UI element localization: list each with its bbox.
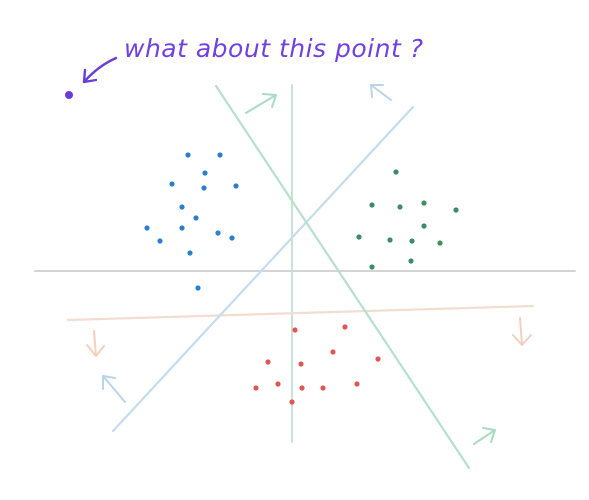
boundary-line-blue	[111, 105, 415, 433]
arrow-up-right-green	[245, 93, 277, 114]
arrow-up-left-blue-top	[370, 84, 392, 101]
data-point-red	[330, 349, 336, 355]
data-point-blue	[185, 152, 191, 158]
data-point-green	[356, 234, 362, 240]
cluster-blue	[144, 152, 239, 291]
data-point-green	[369, 264, 375, 270]
data-point-blue	[195, 285, 201, 291]
data-point-red	[299, 385, 305, 391]
data-point-red	[298, 361, 304, 367]
data-point-red	[292, 327, 298, 333]
boundary-line-orange	[66, 304, 535, 322]
data-point-blue	[202, 170, 208, 176]
data-point-green	[387, 237, 393, 243]
arrow-down-right-orange	[512, 317, 532, 346]
data-point-red	[375, 356, 381, 362]
data-point-red	[265, 359, 271, 365]
data-point-red	[320, 385, 326, 391]
boundary-line-green	[214, 84, 471, 470]
data-point-blue	[201, 185, 207, 191]
data-point-blue	[144, 225, 150, 231]
annotation-text: what about this point ?	[124, 34, 423, 63]
data-point-green	[453, 207, 459, 213]
data-point-red	[253, 385, 259, 391]
data-point-green	[437, 240, 443, 246]
data-point-green	[393, 169, 399, 175]
data-point-blue	[179, 204, 185, 210]
arrow-up-left-blue	[102, 375, 126, 403]
data-point-blue	[169, 181, 175, 187]
data-point-red	[354, 381, 360, 387]
data-point-blue	[229, 235, 235, 241]
data-point-green	[408, 258, 414, 264]
arrow-up-right-green-bottom	[473, 427, 496, 445]
cluster-green	[356, 169, 459, 270]
cluster-red	[253, 324, 381, 405]
data-point-blue	[193, 215, 199, 221]
data-point-blue	[187, 250, 193, 256]
data-point-red	[342, 324, 348, 330]
data-point-blue	[217, 152, 223, 158]
data-point-red	[275, 381, 281, 387]
data-point-green	[421, 223, 427, 229]
annotation-arrow	[82, 56, 118, 84]
data-point-blue	[215, 230, 221, 236]
data-point-blue	[179, 225, 185, 231]
data-clusters	[144, 152, 459, 405]
data-point-green	[397, 204, 403, 210]
data-point-red	[289, 399, 295, 405]
data-point-green	[369, 202, 375, 208]
data-point-blue	[157, 238, 163, 244]
outlier-point	[65, 91, 73, 99]
data-point-green	[421, 200, 427, 206]
arrow-down-left-orange	[86, 330, 105, 357]
data-point-blue	[233, 183, 239, 189]
data-point-green	[409, 238, 415, 244]
